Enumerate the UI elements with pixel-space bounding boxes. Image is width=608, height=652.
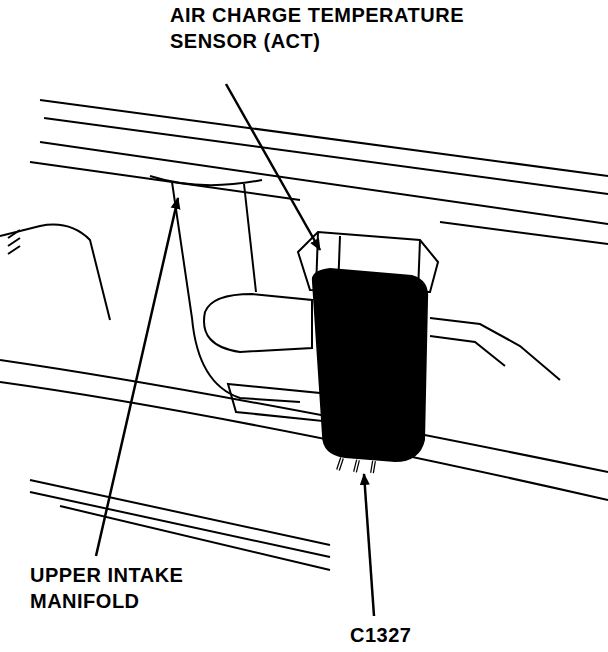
- bracket: [228, 384, 332, 422]
- connector-number: C1327: [350, 622, 470, 648]
- manifold-tube: [244, 184, 256, 292]
- connector-wires: [338, 458, 374, 473]
- leader-line: [364, 474, 374, 616]
- connector-wires: [338, 458, 374, 473]
- rail-line: [440, 222, 608, 244]
- wire-line: [430, 318, 560, 380]
- manifold-top: [150, 176, 262, 185]
- part-label: UPPER INTAKE MANIFOLD: [30, 562, 230, 614]
- connector-body: [312, 268, 428, 462]
- manifold-tube: [172, 182, 300, 402]
- edge-line: [0, 225, 110, 320]
- rail-line: [0, 382, 608, 500]
- rail-line: [0, 360, 608, 472]
- rail-line: [30, 162, 300, 200]
- leader-line: [226, 84, 320, 250]
- rail-line: [40, 100, 608, 176]
- part-label: AIR CHARGE TEMPERATURE SENSOR (ACT): [170, 2, 470, 54]
- wire-line: [430, 336, 505, 366]
- manifold-boss: [204, 294, 312, 352]
- rail-line: [30, 492, 330, 557]
- hatch-mark: [8, 230, 20, 254]
- leader-line: [96, 198, 178, 556]
- rail-line: [40, 142, 608, 224]
